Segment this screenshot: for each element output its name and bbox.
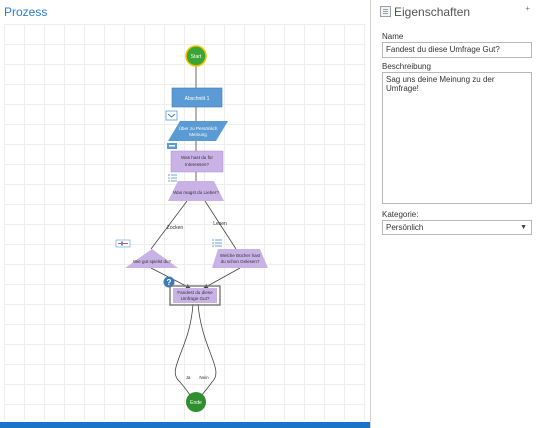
question-node-buecher[interactable]: Welche Bücher hast du schon Gelesen? bbox=[212, 249, 268, 268]
status-bar bbox=[0, 422, 370, 428]
properties-title: Eigenschaften bbox=[394, 5, 471, 19]
q5-line1: Welche Bücher hast bbox=[220, 253, 261, 258]
q5-line2: du schon Gelesen? bbox=[221, 259, 260, 264]
q2-line2: Interessen? bbox=[185, 162, 209, 167]
text-input-icon bbox=[167, 143, 177, 149]
q3-label: Was magst du Lieber? bbox=[173, 190, 219, 195]
category-label: Kategorie: bbox=[382, 210, 419, 219]
pin-icon[interactable]: + bbox=[525, 4, 530, 13]
q1-line2: Meinung bbox=[189, 132, 207, 137]
category-value: Persönlich bbox=[386, 223, 424, 232]
step-node-abschnitt-1[interactable]: Abschnitt 1 bbox=[171, 87, 223, 108]
branch-label-zocken: Zocken bbox=[167, 225, 184, 231]
q4-label: Wie gut spielst du? bbox=[133, 259, 172, 264]
q1-line1: Über zu Persönlich bbox=[179, 125, 218, 131]
start-node[interactable]: Start bbox=[185, 45, 207, 67]
question-node-lieber[interactable]: Was magst du Lieber? bbox=[168, 181, 224, 201]
list-icon-right bbox=[212, 239, 222, 247]
question-node-meinung[interactable]: Über zu Persönlich Meinung bbox=[168, 121, 228, 141]
description-field[interactable]: Sag uns deine Meinung zu der Umfrage! bbox=[382, 72, 532, 204]
list-icon bbox=[168, 174, 177, 182]
start-label: Start bbox=[191, 54, 202, 60]
properties-panel: Eigenschaften + Name Fandest du diese Um… bbox=[372, 0, 540, 428]
slider-icon bbox=[115, 239, 131, 248]
chevron-down-icon: ▼ bbox=[520, 224, 527, 231]
properties-icon bbox=[380, 6, 391, 17]
connectors bbox=[150, 66, 241, 396]
end-node[interactable]: Ende bbox=[186, 392, 206, 412]
question-node-umfrage-selected[interactable]: Fandest du diese Umfrage Gut? bbox=[169, 285, 221, 306]
question-node-interessen[interactable]: Was hast du für Interessen? bbox=[170, 150, 224, 173]
help-icon[interactable]: ? bbox=[163, 276, 175, 288]
q2-line1: Was hast du für bbox=[181, 155, 213, 160]
svg-text:?: ? bbox=[167, 278, 172, 287]
description-label: Beschreibung bbox=[382, 62, 431, 71]
question-node-spielst[interactable]: Wie gut spielst du? bbox=[125, 249, 178, 268]
collapse-icon[interactable] bbox=[165, 110, 178, 121]
end-label: Ende bbox=[190, 400, 202, 406]
step-label: Abschnitt 1 bbox=[185, 96, 210, 102]
properties-header: Eigenschaften + bbox=[372, 0, 540, 24]
panel-title: Prozess bbox=[4, 5, 48, 19]
branch-label-lesen: Lesen bbox=[213, 221, 227, 227]
branch-label-nein: Nein bbox=[199, 375, 209, 380]
category-select[interactable]: Persönlich ▼ bbox=[382, 220, 532, 235]
q6-line1: Fandest du diese bbox=[177, 290, 213, 295]
q6-line2: Umfrage Gut? bbox=[181, 296, 210, 301]
branch-label-ja: Ja bbox=[186, 375, 191, 380]
flow-diagram[interactable]: Start Abschnitt 1 Über zu Persönlich Mei… bbox=[0, 0, 371, 428]
name-label: Name bbox=[382, 32, 404, 41]
process-canvas-panel: Prozess Start Abschni bbox=[0, 0, 371, 428]
name-field[interactable]: Fandest du diese Umfrage Gut? bbox=[382, 42, 532, 58]
